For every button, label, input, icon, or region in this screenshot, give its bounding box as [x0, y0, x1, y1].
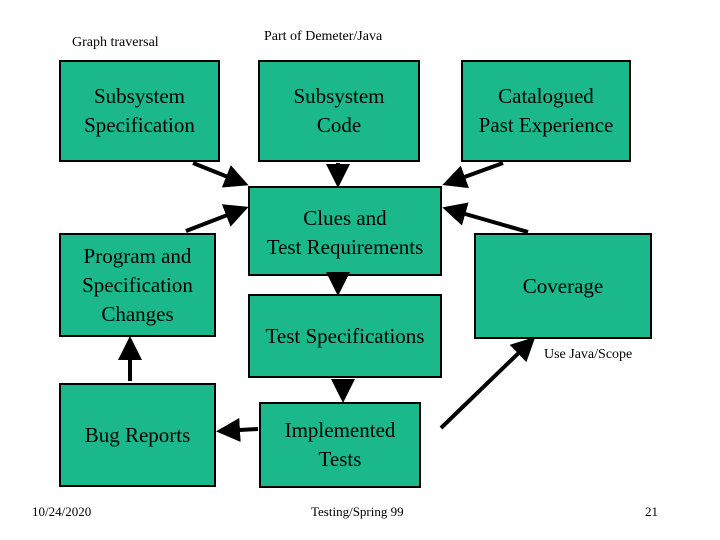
arrow-implemented-to-bugs [216, 418, 259, 442]
footer-page-number: 21 [645, 504, 658, 519]
subsystem-code-box: Subsystem Code [258, 60, 420, 162]
coverage-box: Coverage [474, 233, 652, 339]
arrow-coverage-to-clues [442, 202, 529, 234]
test-specifications-text: Test Specifications [265, 323, 425, 348]
footer-course: Testing/Spring 99 [311, 504, 404, 519]
use-java-scope-label: Use Java/Scope [544, 347, 633, 362]
subsystem-code-text: Subsystem Code [293, 84, 385, 137]
footer-date: 10/24/2020 [32, 504, 92, 519]
subsystem-specification-text: Subsystem Specification [84, 84, 195, 137]
clues-and-test-requirements-text: Clues and Test Requirements [266, 206, 424, 259]
bug-reports-text: Bug Reports [84, 422, 191, 447]
coverage-text: Coverage [522, 273, 604, 298]
implemented-tests-box: Implemented Tests [259, 402, 421, 488]
catalogued-past-experience-box: Catalogued Past Experience [461, 60, 631, 162]
part-of-demeter-label: Part of Demeter/Java [264, 29, 383, 44]
subsystem-specification-box: Subsystem Specification [59, 60, 220, 162]
clues-and-test-requirements-box: Clues and Test Requirements [248, 186, 442, 276]
program-and-specification-changes-text: Program and Specification Changes [82, 243, 193, 326]
arrow-changes-to-clues [185, 204, 249, 233]
arrow-implemented-to-coverage [439, 336, 536, 430]
test-specifications-box: Test Specifications [248, 294, 442, 378]
arrow-spec-to-clues [192, 161, 249, 188]
bug-reports-box: Bug Reports [59, 383, 216, 487]
arrow-experience-to-clues [442, 161, 504, 189]
program-and-specification-changes-box: Program and Specification Changes [59, 233, 216, 337]
implemented-tests-text: Implemented Tests [284, 418, 396, 471]
graph-traversal-label: Graph traversal [72, 35, 159, 50]
catalogued-past-experience-text: Catalogued Past Experience [478, 84, 614, 137]
